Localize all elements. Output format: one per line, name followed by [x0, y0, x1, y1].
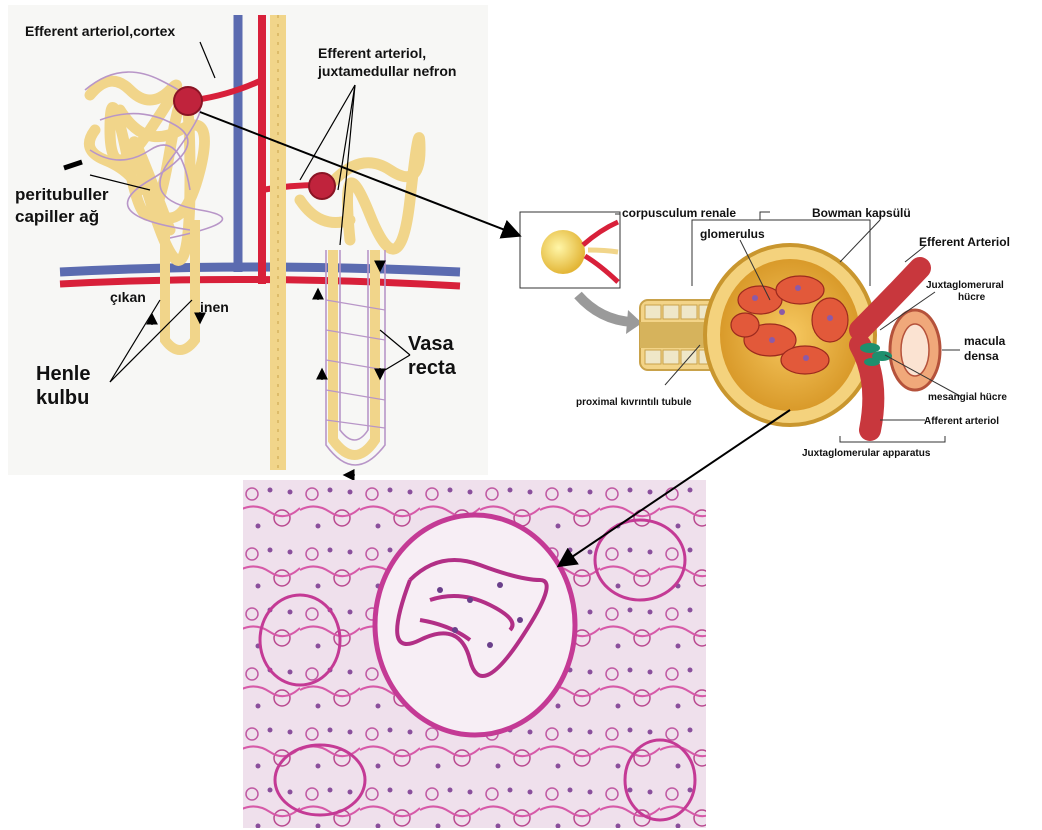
label-henle-2: kulbu — [36, 387, 89, 409]
label-juxta-cell-2: hücre — [958, 292, 986, 303]
glomerulus-juxta — [309, 173, 335, 199]
renal-corpuscle-diagram: corpusculum renale Bowman kapsülü glomer… — [520, 206, 1010, 459]
label-efferent-juxta-2: juxtamedullar nefron — [317, 63, 456, 79]
label-corpusculum: corpusculum renale — [622, 206, 736, 220]
label-efferent-arteriol: Efferent Arteriol — [919, 235, 1010, 249]
label-juxta-cell-1: Juxtaglomerural — [926, 280, 1004, 291]
label-bowman: Bowman kapsülü — [812, 206, 911, 220]
zoom-arrow — [578, 295, 632, 322]
label-henle-1: Henle — [36, 363, 90, 385]
label-proximal: proximal kıvrıntılı tubule — [576, 397, 692, 408]
label-macula-2: densa — [964, 349, 999, 363]
label-mesangial: mesangial hücre — [928, 392, 1007, 403]
glomerulus-cortex — [174, 87, 202, 115]
histology-micrograph — [243, 480, 706, 828]
label-juxta-apparatus: Juxtaglomerular apparatus — [802, 448, 931, 459]
label-vasa-2: recta — [408, 357, 457, 379]
label-peritubuler-2: capiller ağ — [15, 207, 99, 226]
nephron-diagram: Efferent arteriol,cortex Efferent arteri… — [8, 5, 488, 475]
label-macula-1: macula — [964, 334, 1006, 348]
afferent-arteriole — [860, 345, 873, 430]
micrograph-capsule — [375, 515, 575, 735]
inset-corpuscle — [541, 230, 585, 274]
label-cikan: çıkan — [110, 289, 146, 305]
label-efferent-juxta-1: Efferent arteriol, — [318, 45, 426, 61]
label-vasa-1: Vasa — [408, 333, 454, 355]
label-peritubuler-1: peritubuller — [15, 185, 109, 204]
label-efferent-cortex: Efferent arteriol,cortex — [25, 23, 175, 39]
label-glomerulus: glomerulus — [700, 227, 765, 241]
label-afferent: Afferent arteriol — [924, 416, 999, 427]
label-inen: inen — [200, 299, 229, 315]
